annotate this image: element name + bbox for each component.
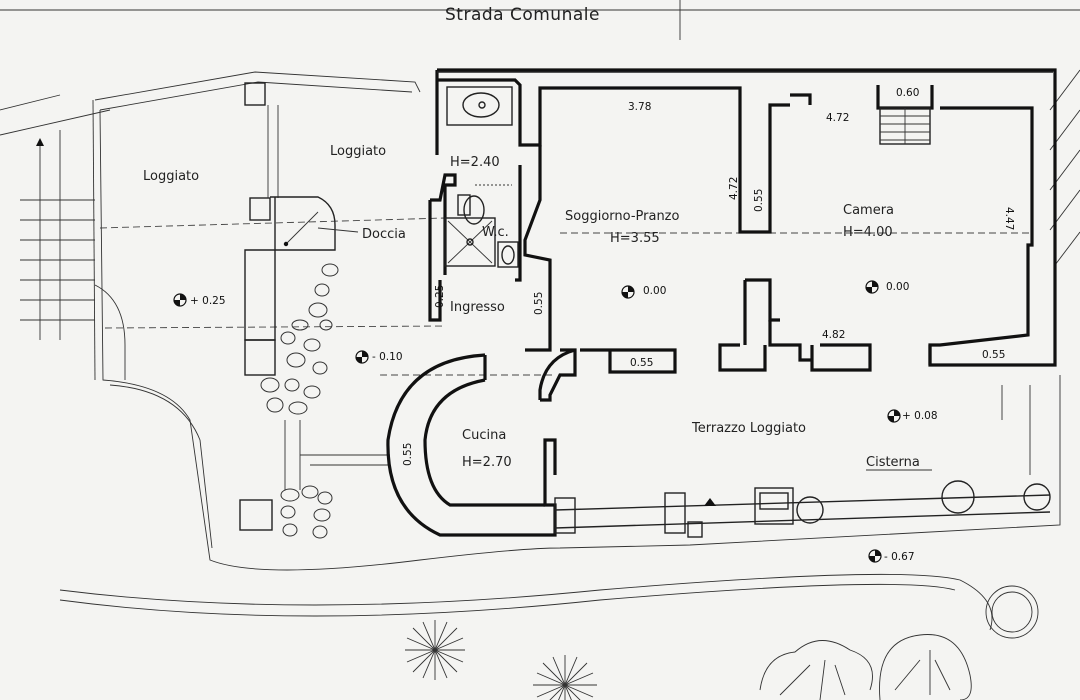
dim-camera-depth: 4.47 xyxy=(1003,207,1015,230)
room-label-terrazzo: Terrazzo Loggiato xyxy=(691,421,806,436)
left-staircase xyxy=(20,130,126,380)
room-label-camera: Camera xyxy=(843,203,894,218)
pebble-path xyxy=(260,263,339,539)
room-label-camera-height: H=4.00 xyxy=(843,225,893,240)
dim-wall-055-b: 0.55 xyxy=(533,292,545,315)
level-value-loggiato: + 0.25 xyxy=(190,295,226,307)
building-walls xyxy=(386,68,1057,537)
dim-wall-025: 0.25 xyxy=(434,285,446,308)
room-label-soggiorno-height: H=3.55 xyxy=(610,231,660,246)
level-marker-loggiato-mid xyxy=(355,350,369,364)
site-boundary xyxy=(59,71,1061,639)
room-label-loggiato-mid: Loggiato xyxy=(330,144,386,159)
room-label-cucina-height: H=2.70 xyxy=(462,455,512,470)
left-diagonal-line xyxy=(0,109,111,136)
level-value-terrazzo: + 0.08 xyxy=(902,410,938,422)
level-marker-garden xyxy=(868,549,882,563)
interior-stair xyxy=(879,107,931,145)
column-top xyxy=(244,82,266,106)
dim-camera-width: 4.72 xyxy=(826,112,849,124)
dashed-line-upper xyxy=(99,217,446,229)
level-marker-loggiato xyxy=(173,293,187,307)
shower-area xyxy=(239,196,390,531)
room-label-wc-height: H=2.40 xyxy=(450,155,500,170)
level-marker-terrazzo xyxy=(887,409,901,423)
room-label-doccia: Doccia xyxy=(362,227,406,242)
dim-soggiorno-depth: 4.72 xyxy=(728,177,740,200)
room-label-loggiato-left: Loggiato xyxy=(143,169,199,184)
dim-wall-055-c: 0.55 xyxy=(630,357,653,369)
room-label-wc: W.c. xyxy=(482,225,509,240)
level-value-soggiorno: 0.00 xyxy=(643,285,666,297)
bathroom-fixtures xyxy=(444,86,519,268)
dim-wall-055-a: 0.55 xyxy=(753,189,765,212)
level-marker-soggiorno xyxy=(621,285,635,299)
dim-camera-bottom: 4.82 xyxy=(822,329,845,341)
level-value-loggiato-mid: - 0.10 xyxy=(372,351,403,363)
street-label: Strada Comunale xyxy=(445,5,600,25)
level-value-camera: 0.00 xyxy=(886,281,909,293)
dim-wall-055-d: 0.55 xyxy=(982,349,1005,361)
level-marker-camera xyxy=(865,280,879,294)
dim-stair-060: 0.60 xyxy=(896,87,919,99)
dim-wall-055-e: 0.55 xyxy=(402,443,414,466)
dim-soggiorno-width: 3.78 xyxy=(628,101,651,113)
level-value-garden: - 0.67 xyxy=(884,551,915,563)
room-label-ingresso: Ingresso xyxy=(450,300,505,315)
room-label-cucina: Cucina xyxy=(462,428,506,443)
terrace-elements xyxy=(554,385,1051,538)
column-mid xyxy=(249,197,271,221)
room-label-soggiorno: Soggiorno-Pranzo xyxy=(565,209,680,224)
trees xyxy=(405,620,972,700)
left-diagonal-line-2 xyxy=(0,94,61,111)
room-label-cisterna: Cisterna xyxy=(866,455,920,470)
